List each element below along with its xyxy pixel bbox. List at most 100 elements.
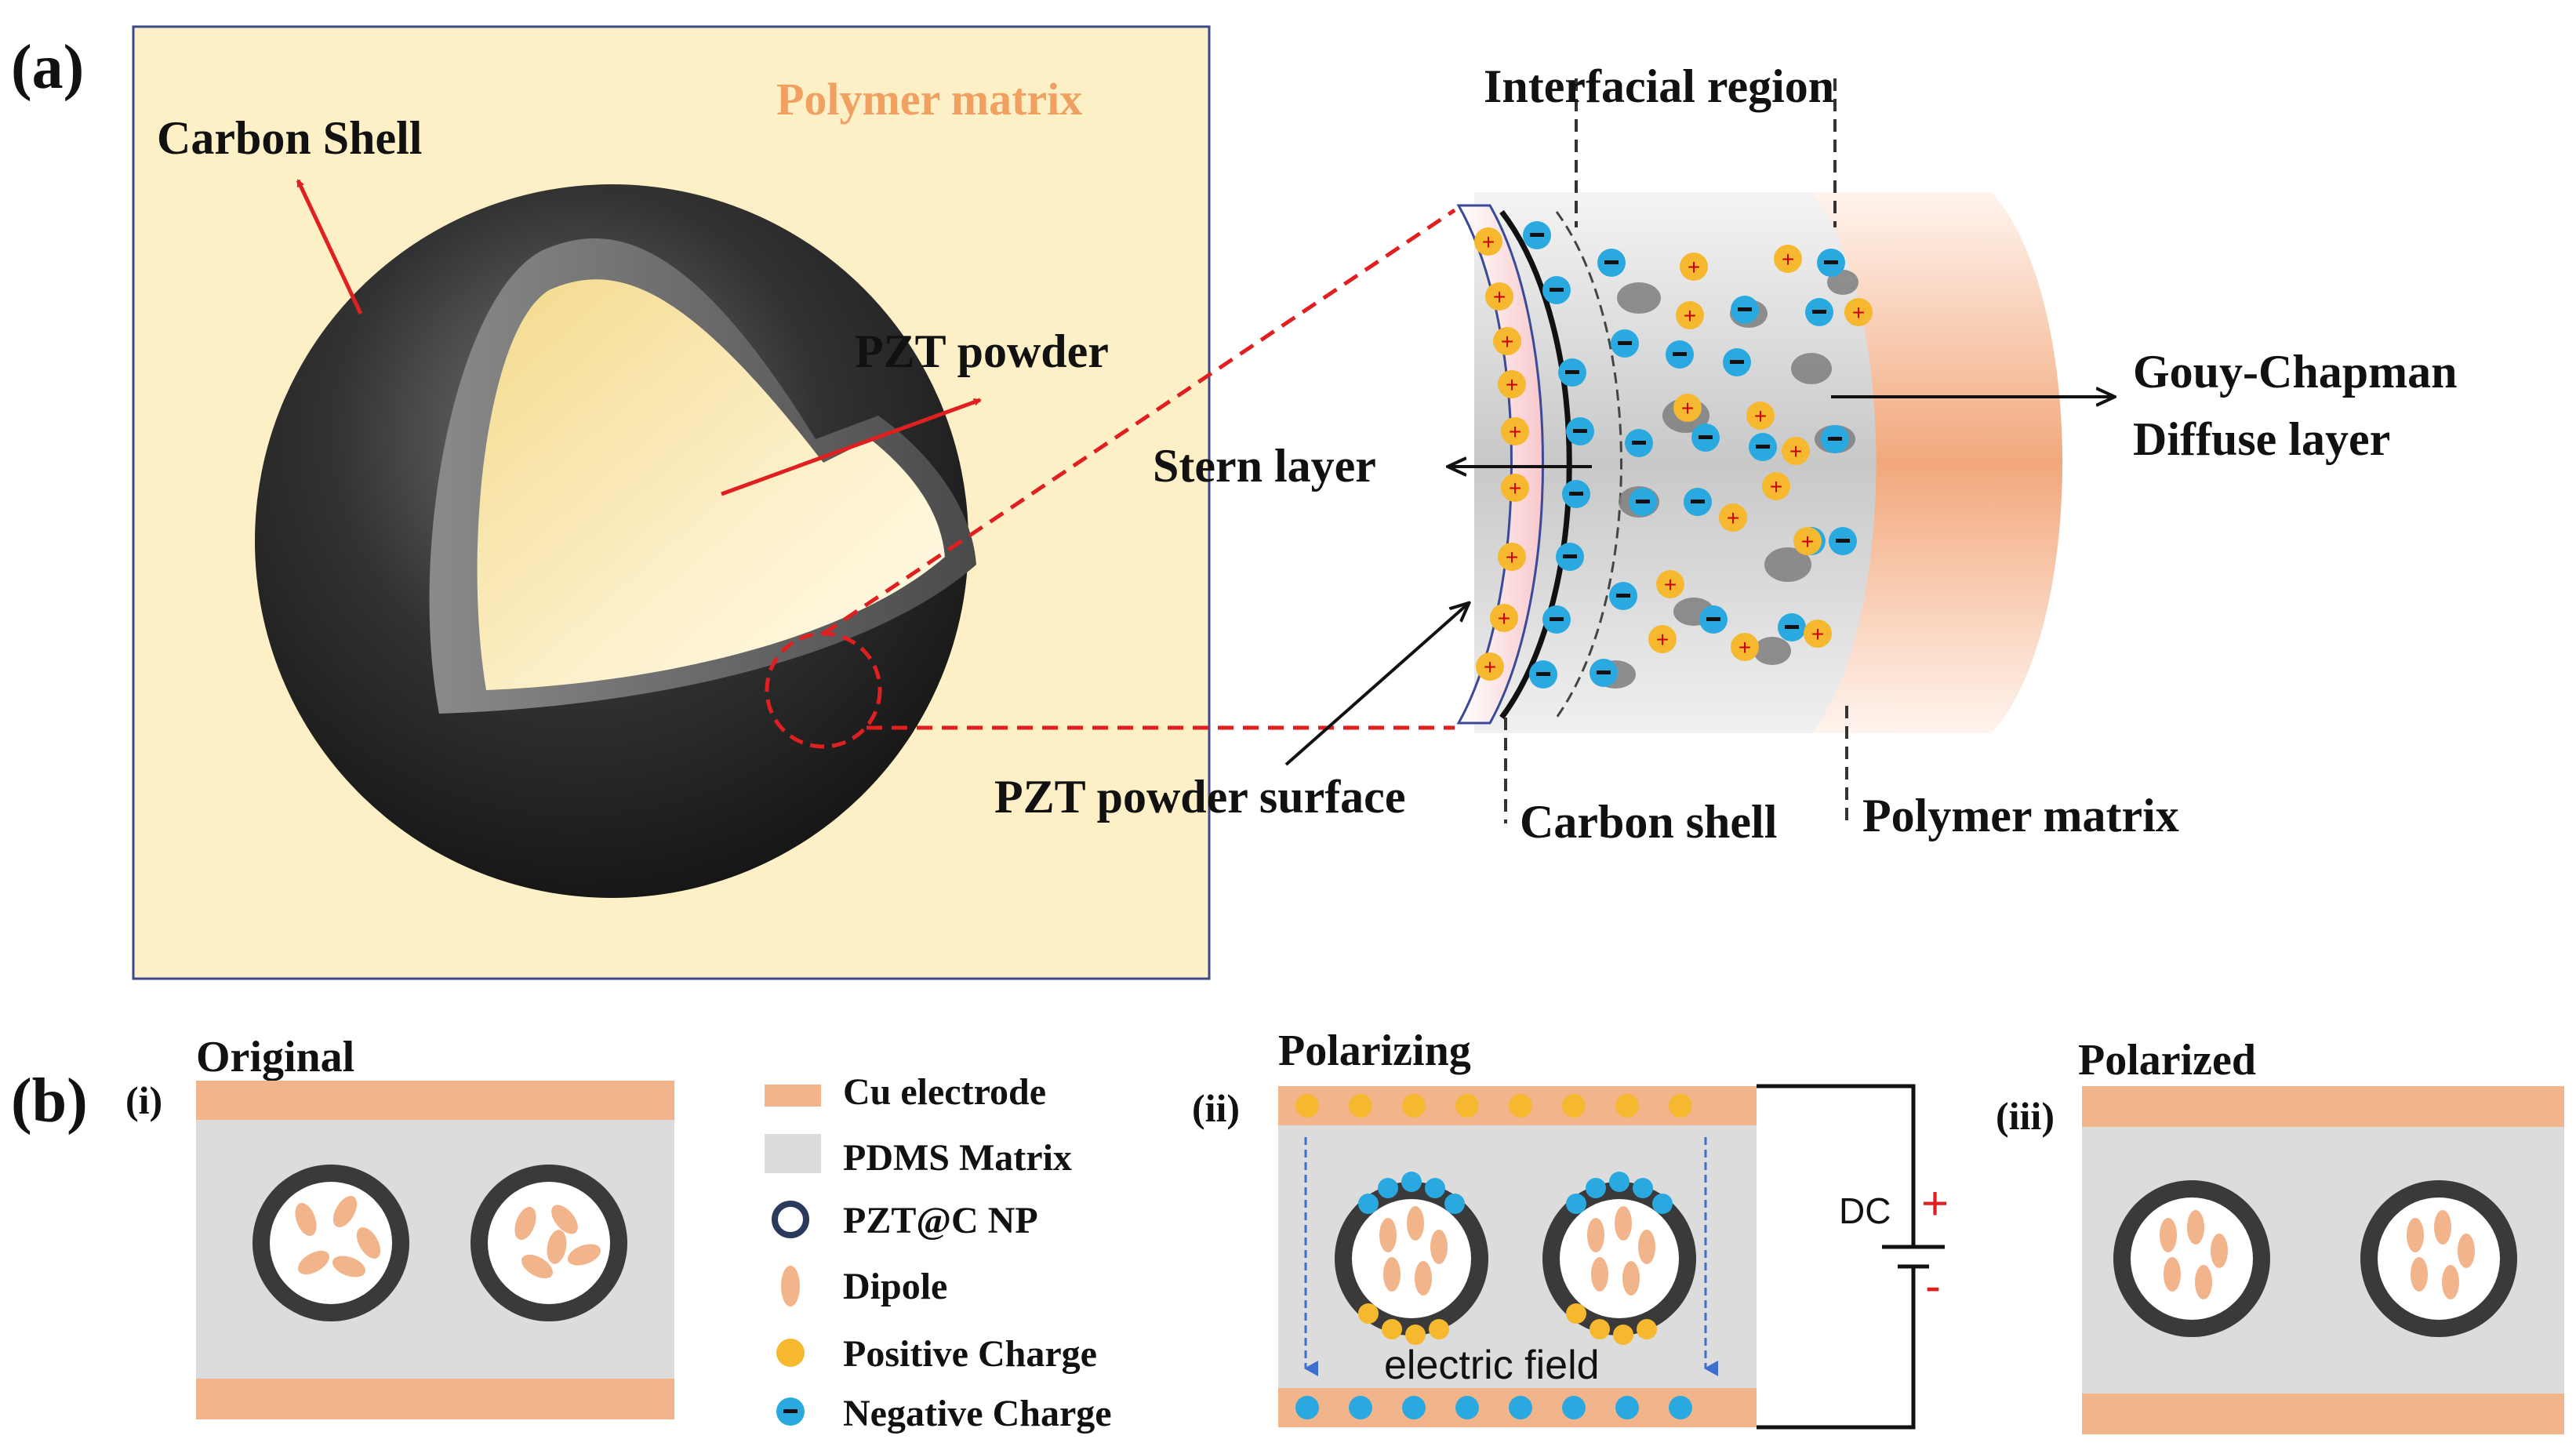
aligned-dipoles (1379, 1206, 1655, 1296)
positive-charge: + (1673, 394, 1702, 422)
legend-pos-icon (776, 1339, 805, 1367)
pzt-powder-label: PZT powder (855, 325, 1109, 377)
positive-charge: + (1774, 245, 1802, 273)
carbon-shell-label: Carbon Shell (157, 112, 422, 164)
negative-charge (1778, 613, 1806, 641)
positive-charge: + (1490, 604, 1518, 632)
pzt-c-np (2360, 1180, 2517, 1337)
svg-text:+: + (1506, 545, 1518, 569)
polarizing-device: electric field DC + - (1278, 1084, 1949, 1430)
sub-i-label: (i) (125, 1078, 162, 1122)
positive-charge: + (1844, 298, 1873, 326)
svg-text:+: + (1681, 396, 1694, 420)
carbon-shell-arrow (296, 179, 363, 315)
electric-field-label: electric field (1384, 1343, 1600, 1388)
negative-charge (1749, 433, 1777, 461)
gouy-chapman-label-2: Diffuse layer (2133, 413, 2390, 465)
svg-text:+: + (1482, 230, 1495, 254)
polymer-matrix-label: Polymer matrix (776, 74, 1082, 125)
legend-cu-label: Cu electrode (843, 1071, 1046, 1113)
polymer-matrix-bottom-label: Polymer matrix (1862, 790, 2179, 841)
gouy-chapman-label-1: Gouy-Chapman (2133, 346, 2457, 398)
svg-text:+: + (1684, 303, 1696, 328)
negative-charge (1562, 480, 1590, 508)
original-device (196, 1081, 674, 1419)
positive-charge: + (1656, 570, 1684, 598)
positive-charge: + (1676, 301, 1704, 329)
dc-plus: + (1921, 1177, 1949, 1230)
negative-charge (1566, 417, 1594, 445)
negative-charge (1542, 605, 1571, 634)
dc-circuit-wire (1757, 1084, 1916, 1247)
interfacial-boundary (1555, 211, 1622, 718)
negative-charge (1609, 582, 1637, 610)
positive-charge: + (1746, 402, 1775, 430)
negative-charge (1523, 221, 1551, 249)
positive-charge: + (1804, 620, 1832, 648)
interface-zoom: + + + + + + + + + + + + (1456, 78, 2062, 823)
positive-charge: + (1501, 474, 1529, 502)
svg-text:+: + (1811, 622, 1824, 646)
legend-pdms-label: PDMS Matrix (843, 1137, 1072, 1179)
negative-charge (1590, 659, 1618, 687)
svg-text:+: + (1782, 247, 1794, 271)
legend: Cu electrode PDMS Matrix PZT@C NP Dipole… (765, 1071, 1112, 1434)
negative-charge (1684, 488, 1712, 516)
carbon-shell-bottom-label: Carbon shell (1520, 796, 1777, 848)
svg-text:+: + (1484, 655, 1496, 679)
pzt-surface-label: PZT powder surface (994, 771, 1405, 823)
svg-text:+: + (1656, 627, 1669, 652)
positive-charge: + (1648, 625, 1677, 653)
panel-a-label: (a) (11, 33, 84, 102)
svg-text:+: + (1501, 329, 1513, 354)
pzt-c-np (2113, 1180, 2270, 1337)
stern-positive-charges: + + + + + + + + + (1474, 227, 1529, 681)
positive-charge: + (1498, 370, 1526, 398)
legend-np-icon (772, 1201, 809, 1238)
sub-iii-label: (iii) (1996, 1094, 2055, 1138)
negative-charge (1629, 488, 1657, 516)
positive-charge: + (1762, 472, 1790, 500)
dipoles (295, 1196, 601, 1279)
pzt-c-np (1335, 1182, 1488, 1336)
aligned-dipoles (2160, 1210, 2475, 1299)
positive-charge: + (1498, 543, 1526, 571)
pzt-surface-arrow (1284, 604, 1468, 766)
positive-charge: + (1476, 652, 1504, 681)
legend-neg-dash (783, 1409, 798, 1413)
panel-b-label: (b) (11, 1067, 88, 1136)
positive-charge: + (1501, 417, 1529, 445)
original-label: Original (196, 1033, 354, 1081)
positive-charge: + (1793, 527, 1822, 555)
negative-charge (1817, 249, 1845, 277)
polarizing-label: Polarizing (1278, 1027, 1471, 1075)
stern-negative-charges (1523, 221, 1594, 689)
svg-text:+: + (1664, 572, 1677, 597)
negative-charge (1666, 340, 1694, 369)
cu-electrode-top (196, 1081, 674, 1120)
polymer-cylinder (1811, 192, 2062, 733)
svg-text:+: + (1754, 404, 1767, 428)
carbon-shell-band (1474, 192, 1877, 733)
pzt-c-np (253, 1165, 409, 1321)
positive-charge: + (1493, 327, 1521, 355)
legend-cu-swatch (765, 1085, 821, 1107)
pzt-powder-arrow (721, 398, 982, 496)
svg-text:+: + (1801, 529, 1814, 554)
dc-circuit-wire-bottom (1757, 1266, 1916, 1430)
pzt-c-np (1542, 1182, 1696, 1336)
positive-charge: + (1782, 437, 1810, 465)
positive-charge: + (1731, 633, 1759, 661)
svg-text:+: + (1506, 372, 1518, 397)
svg-text:+: + (1852, 300, 1865, 325)
svg-text:+: + (1789, 439, 1802, 463)
negative-charge (1597, 249, 1626, 277)
bottom-electrode-charges (1295, 1396, 1692, 1419)
cu-electrode-bottom (196, 1379, 674, 1419)
diffuse-charges: + + + + + + + + + + + (1590, 245, 1873, 687)
positive-charge: + (1680, 253, 1708, 281)
negative-charge (1558, 358, 1586, 387)
negative-charge (1829, 527, 1857, 555)
negative-charge (1731, 296, 1759, 324)
